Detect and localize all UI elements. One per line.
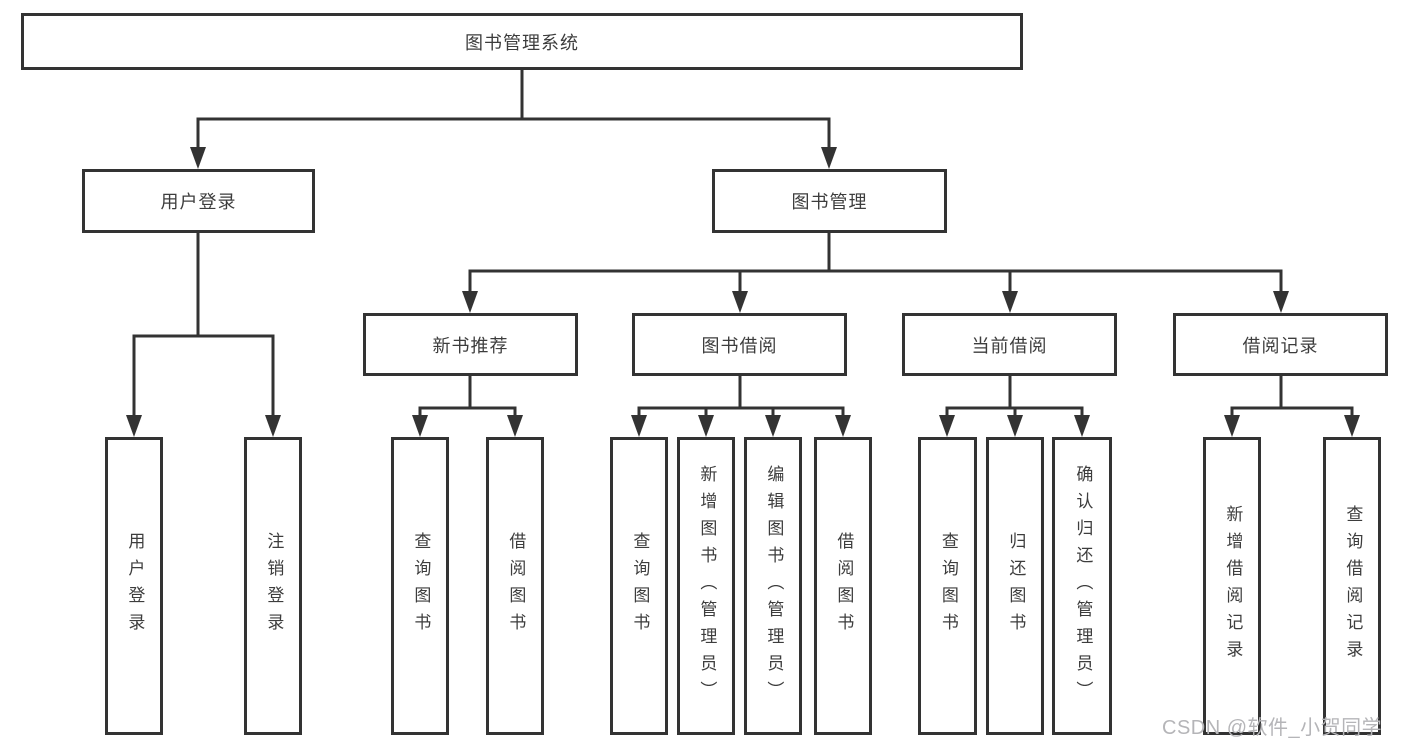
node-library-system: 图书管理系统 <box>21 13 1023 70</box>
arrowhead-down-icon <box>265 415 281 437</box>
arrowhead-down-icon <box>732 291 748 313</box>
node-label: 查询图书 <box>630 532 650 640</box>
arrowhead-down-icon <box>507 415 523 437</box>
arrowhead-down-icon <box>1002 291 1018 313</box>
node-leaf-recommend-query-book: 查询图书 <box>391 437 449 735</box>
arrowhead-down-icon <box>1224 415 1240 437</box>
arrowhead-down-icon <box>412 415 428 437</box>
node-label: 新增图书（管理员） <box>697 464 717 708</box>
node-book-management: 图书管理 <box>712 169 947 233</box>
arrowhead-down-icon <box>462 291 478 313</box>
node-leaf-logout: 注销登录 <box>244 437 302 735</box>
arrowhead-down-icon <box>1074 415 1090 437</box>
node-leaf-borrow-query-book: 查询图书 <box>610 437 668 735</box>
arrowhead-down-icon <box>190 147 206 169</box>
node-borrow-record: 借阅记录 <box>1173 313 1388 376</box>
node-label: 编辑图书（管理员） <box>764 464 784 708</box>
node-label: 确认归还（管理员） <box>1073 464 1093 708</box>
arrowhead-down-icon <box>631 415 647 437</box>
node-leaf-recommend-borrow-book: 借阅图书 <box>486 437 544 735</box>
node-leaf-confirm-return-admin: 确认归还（管理员） <box>1052 437 1112 735</box>
arrowhead-down-icon <box>698 415 714 437</box>
node-leaf-edit-book-admin: 编辑图书（管理员） <box>744 437 802 735</box>
node-leaf-current-query-book: 查询图书 <box>918 437 977 735</box>
arrowhead-down-icon <box>939 415 955 437</box>
node-label: 查询借阅记录 <box>1343 505 1363 667</box>
node-label: 新书推荐 <box>432 335 509 356</box>
node-leaf-borrow-book: 借阅图书 <box>814 437 872 735</box>
arrowhead-down-icon <box>1007 415 1023 437</box>
arrowhead-down-icon <box>1344 415 1360 437</box>
node-label: 借阅记录 <box>1242 335 1319 356</box>
arrowhead-down-icon <box>126 415 142 437</box>
node-new-book-recommend: 新书推荐 <box>363 313 578 376</box>
node-leaf-query-borrow-record: 查询借阅记录 <box>1323 437 1381 735</box>
node-current-borrow: 当前借阅 <box>902 313 1117 376</box>
node-user-login: 用户登录 <box>82 169 315 233</box>
node-label: 用户登录 <box>125 532 145 640</box>
node-label: 图书借阅 <box>701 335 778 356</box>
node-leaf-add-borrow-record: 新增借阅记录 <box>1203 437 1261 735</box>
node-label: 借阅图书 <box>834 532 854 640</box>
node-label: 查询图书 <box>411 532 431 640</box>
node-book-borrow: 图书借阅 <box>632 313 847 376</box>
node-label: 当前借阅 <box>971 335 1048 356</box>
node-leaf-user-login: 用户登录 <box>105 437 163 735</box>
arrowhead-down-icon <box>821 147 837 169</box>
node-label: 用户登录 <box>160 192 237 212</box>
node-label: 新增借阅记录 <box>1223 505 1243 667</box>
node-label: 图书管理 <box>791 192 868 212</box>
node-label: 图书管理系统 <box>465 32 579 53</box>
node-label: 注销登录 <box>264 532 284 640</box>
arrowhead-down-icon <box>1273 291 1289 313</box>
node-leaf-add-book-admin: 新增图书（管理员） <box>677 437 735 735</box>
node-label: 归还图书 <box>1006 532 1026 640</box>
csdn-watermark: CSDN @软件_小贺同学 <box>1162 717 1383 739</box>
arrowhead-down-icon <box>765 415 781 437</box>
node-label: 借阅图书 <box>506 532 526 640</box>
node-leaf-return-book: 归还图书 <box>986 437 1044 735</box>
arrowhead-down-icon <box>835 415 851 437</box>
node-label: 查询图书 <box>938 532 958 640</box>
